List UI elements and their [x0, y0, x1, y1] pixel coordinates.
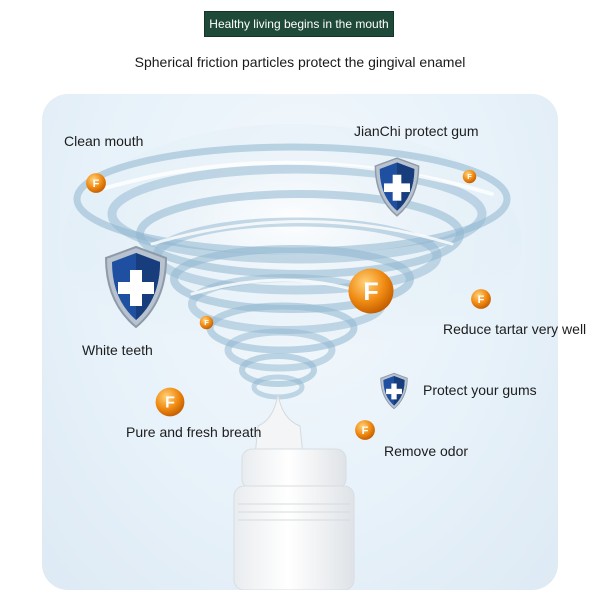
- shield-cross-icon: [380, 372, 408, 410]
- label-fresh-breath: Pure and fresh breath: [126, 424, 262, 440]
- label-remove-odor: Remove odor: [384, 443, 469, 459]
- subtitle: Spherical friction particles protect the…: [134, 54, 466, 70]
- svg-text:F: F: [362, 425, 369, 437]
- fluoride-ball-icon: F: [355, 420, 375, 440]
- svg-text:F: F: [467, 172, 472, 181]
- illustration-panel: F F F F F F F: [42, 94, 558, 590]
- fluoride-ball-icon: F: [155, 387, 185, 417]
- label-reduce-tartar: Reduce tartar very well: [443, 321, 587, 337]
- toothpaste-tube: [233, 393, 355, 590]
- label-white-teeth: White teeth: [82, 342, 153, 358]
- fluoride-ball-icon: F: [462, 169, 477, 184]
- fluoride-ball-icon: F: [199, 315, 214, 330]
- fluoride-ball-icon: F: [471, 289, 491, 309]
- svg-text:F: F: [204, 318, 209, 327]
- vortex-rings: [73, 143, 511, 400]
- svg-text:F: F: [363, 278, 378, 306]
- fluoride-ball-icon: F: [348, 268, 394, 314]
- header-badge: Healthy living begins in the mouth: [204, 11, 394, 37]
- label-clean-mouth: Clean mouth: [64, 133, 144, 149]
- svg-text:F: F: [93, 178, 100, 190]
- fluoride-ball-icon: F: [86, 173, 106, 193]
- svg-text:F: F: [165, 395, 175, 412]
- label-protect-gums: Protect your gums: [423, 382, 537, 398]
- label-jianchi-protect-gum: JianChi protect gum: [354, 123, 479, 139]
- shield-cross-icon: [104, 245, 168, 329]
- svg-text:F: F: [478, 294, 485, 306]
- shield-cross-icon: [374, 157, 420, 217]
